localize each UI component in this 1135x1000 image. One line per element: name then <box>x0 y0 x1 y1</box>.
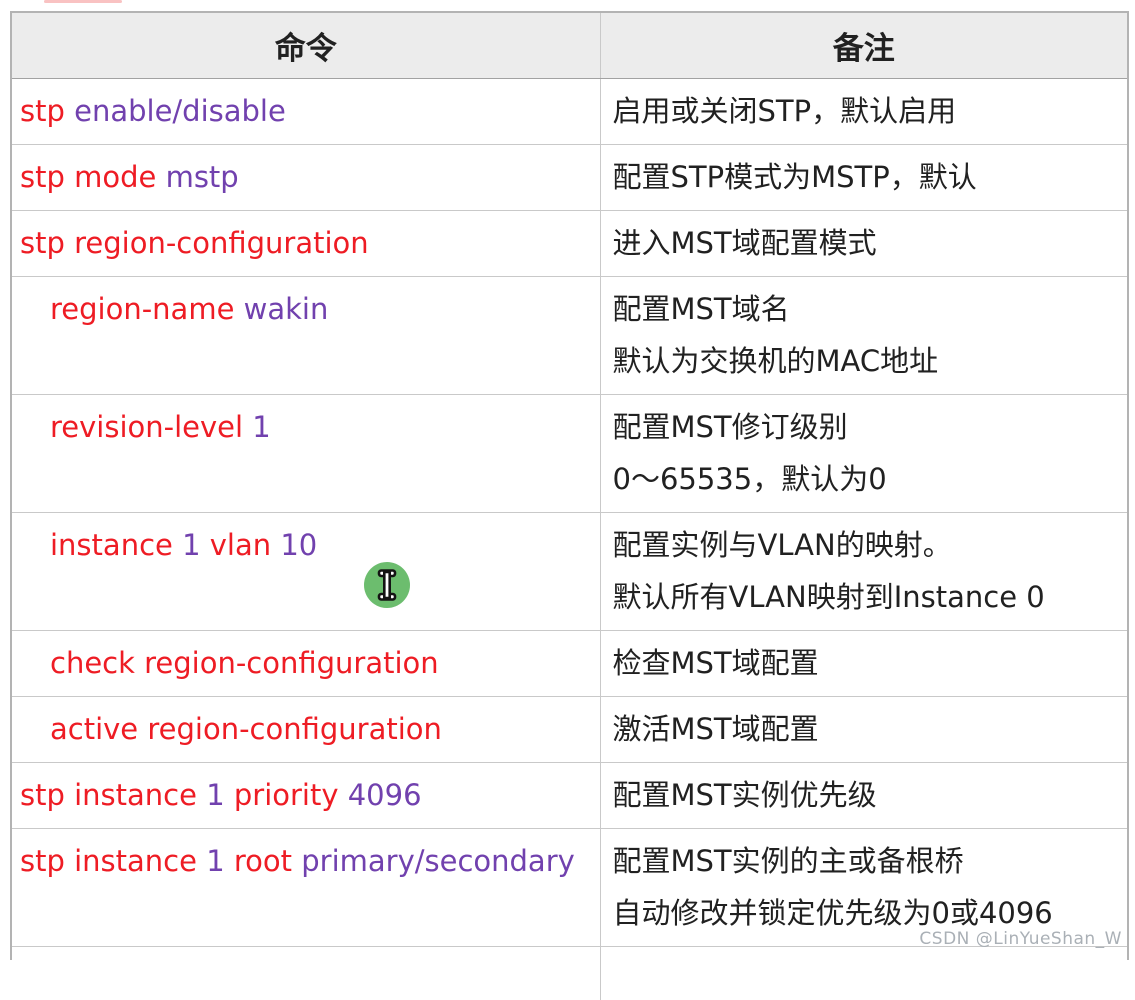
command-cell: stp mode mstp <box>12 145 600 211</box>
command-segment: stp region-configuration <box>20 226 369 260</box>
command-text: stp instance 1 priority 4096 <box>20 769 590 821</box>
command-segment: 1 <box>252 410 270 444</box>
command-cell: region-name wakin <box>12 277 600 395</box>
remark-line: 配置MST实例的主或备根桥 <box>613 835 1118 887</box>
command-text: revision-level 1 <box>20 401 590 453</box>
remark-line: 检查MST域配置 <box>613 637 1118 689</box>
command-cell <box>12 947 600 1000</box>
remark-line: 配置MST修订级别 <box>613 401 1118 453</box>
remark-cell: 配置实例与VLAN的映射。默认所有VLAN映射到Instance 0 <box>600 513 1127 631</box>
remark-line: 默认为交换机的MAC地址 <box>613 335 1118 387</box>
command-cell: stp region-configuration <box>12 211 600 277</box>
command-segment: stp mode <box>20 160 166 194</box>
command-segment: mstp <box>166 160 239 194</box>
command-cell: stp instance 1 priority 4096 <box>12 763 600 829</box>
remark-line: 配置MST域名 <box>613 283 1118 335</box>
command-segment: instance <box>50 528 182 562</box>
command-segment: revision-level <box>50 410 252 444</box>
command-segment: stp <box>20 94 74 128</box>
command-segment: 1 <box>182 528 210 562</box>
remark-cell: 启用或关闭STP，默认启用 <box>600 79 1127 145</box>
table-row: region-name wakin 配置MST域名默认为交换机的MAC地址 <box>12 277 1127 395</box>
remark-line: 激活MST域配置 <box>613 703 1118 755</box>
command-text: stp instance 1 root primary/secondary <box>20 835 590 887</box>
table-row: instance 1 vlan 10 配置实例与VLAN的映射。默认所有VLAN… <box>12 513 1127 631</box>
table-row: stp region-configuration 进入MST域配置模式 <box>12 211 1127 277</box>
remark-line: 配置实例与VLAN的映射。 <box>613 519 1118 571</box>
command-text: instance 1 vlan 10 <box>20 519 590 571</box>
command-text: stp mode mstp <box>20 151 590 203</box>
table-row: active region-configuration 激活MST域配置 <box>12 697 1127 763</box>
table-header-row: 命令 备注 <box>12 13 1127 79</box>
command-segment: stp instance <box>20 844 206 878</box>
command-segment: root <box>234 844 301 878</box>
command-segment: active region-configuration <box>50 712 442 746</box>
command-segment: 1 <box>206 778 234 812</box>
command-cell: instance 1 vlan 10 <box>12 513 600 631</box>
command-segment: 10 <box>280 528 317 562</box>
mstp-command-table: 命令 备注 stp enable/disable 启用或关闭STP，默认启用 s… <box>10 11 1129 960</box>
command-segment: region-name <box>50 292 244 326</box>
command-segment: enable/disable <box>74 94 286 128</box>
command-segment: 1 <box>206 844 234 878</box>
command-segment: priority <box>234 778 348 812</box>
remark-line: 进入MST域配置模式 <box>613 217 1118 269</box>
command-remark-table: 命令 备注 stp enable/disable 启用或关闭STP，默认启用 s… <box>12 13 1127 1000</box>
table-row: stp mode mstp 配置STP模式为MSTP，默认 <box>12 145 1127 211</box>
cropped-red-text-fragment <box>44 0 122 3</box>
table-row: stp enable/disable 启用或关闭STP，默认启用 <box>12 79 1127 145</box>
command-segment: primary/secondary <box>301 844 575 878</box>
remark-cell: 配置STP模式为MSTP，默认 <box>600 145 1127 211</box>
remark-line: 配置STP模式为MSTP，默认 <box>613 151 1118 203</box>
table-row: stp instance 1 priority 4096 配置MST实例优先级 <box>12 763 1127 829</box>
header-remark-column: 备注 <box>600 13 1127 79</box>
command-segment: vlan <box>210 528 281 562</box>
remark-cell: 激活MST域配置 <box>600 697 1127 763</box>
command-segment: check region-configuration <box>50 646 439 680</box>
remark-cell: 配置MST域名默认为交换机的MAC地址 <box>600 277 1127 395</box>
remark-cell <box>600 947 1127 1000</box>
command-cell: stp instance 1 root primary/secondary <box>12 829 600 947</box>
table-row: check region-configuration 检查MST域配置 <box>12 631 1127 697</box>
command-text: region-name wakin <box>20 283 590 335</box>
remark-line: 默认所有VLAN映射到Instance 0 <box>613 571 1118 623</box>
command-segment: stp instance <box>20 778 206 812</box>
remark-line: 0～65535，默认为0 <box>613 453 1118 505</box>
header-command-column: 命令 <box>12 13 600 79</box>
command-segment: 4096 <box>348 778 422 812</box>
remark-cell: 进入MST域配置模式 <box>600 211 1127 277</box>
remark-line: 启用或关闭STP，默认启用 <box>613 85 1118 137</box>
table-row <box>12 947 1127 1000</box>
csdn-watermark: CSDN @LinYueShan_W <box>919 929 1122 949</box>
command-text: stp enable/disable <box>20 85 590 137</box>
remark-line: 配置MST实例优先级 <box>613 769 1118 821</box>
remark-cell: 配置MST实例优先级 <box>600 763 1127 829</box>
remark-cell: 检查MST域配置 <box>600 631 1127 697</box>
command-cell: revision-level 1 <box>12 395 600 513</box>
command-text: check region-configuration <box>20 637 590 689</box>
command-cell: active region-configuration <box>12 697 600 763</box>
command-cell: check region-configuration <box>12 631 600 697</box>
command-segment: wakin <box>244 292 329 326</box>
command-text: stp region-configuration <box>20 217 590 269</box>
command-text: active region-configuration <box>20 703 590 755</box>
command-cell: stp enable/disable <box>12 79 600 145</box>
